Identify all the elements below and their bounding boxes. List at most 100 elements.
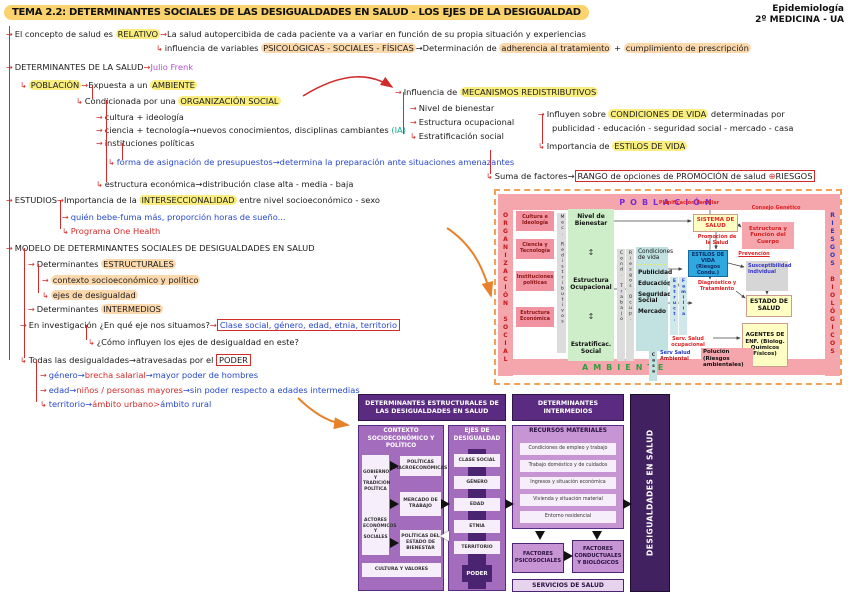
label-polucion: Polución (Riesgos ambientales) bbox=[701, 348, 753, 370]
arrow-right-icon bbox=[390, 499, 399, 509]
text-segment: MECANISMOS REDISTRIBUTIVOS bbox=[459, 87, 599, 97]
connector-arrow-icon: → bbox=[20, 321, 27, 330]
text-segment: Condicionada por una bbox=[84, 96, 179, 106]
text-segment: El concepto de salud es bbox=[14, 29, 116, 39]
text-segment: → bbox=[209, 320, 217, 330]
text-segment: AMBIENTE bbox=[150, 80, 197, 90]
text-segment: territorio→ bbox=[48, 399, 93, 409]
connector-arrow-icon: ↳ bbox=[538, 142, 545, 151]
box-politicas-bienestar: POLÍTICAS DEL ESTADO DE BIENESTAR bbox=[400, 530, 441, 556]
box-organizacion-niveles-row: ↕ bbox=[587, 312, 595, 322]
connector-arrow-icon: → bbox=[40, 386, 47, 395]
connector-arrow-icon: → bbox=[395, 88, 402, 97]
header-estructurales: DETERMINANTES ESTRUCTURALES DE LAS DESIG… bbox=[358, 394, 506, 421]
note-one-health: ↳Programa One Health bbox=[62, 226, 161, 237]
tree-connector-line bbox=[86, 325, 88, 340]
page-title: TEMA 2.2: DETERMINANTES SOCIALES DE LAS … bbox=[4, 5, 589, 20]
text-segment: forma de asignación de presupuestos→dete… bbox=[116, 157, 515, 167]
box-organizacion-niveles: Nivel de Bienestar↕Estructura Ocupaciona… bbox=[568, 209, 614, 361]
box-factores-conductuales: FACTORES CONDUCTUALES Y BIOLÓGICOS bbox=[572, 540, 624, 573]
text-segment: quién bebe-fuma más, proporción horas de… bbox=[70, 212, 286, 222]
text-segment: brecha salarial bbox=[84, 370, 146, 380]
frenk-arrow-line bbox=[727, 262, 745, 268]
text-segment: Estructura ocupacional bbox=[418, 117, 515, 127]
structural-determinants-model-diagram: DETERMINANTES ESTRUCTURALES DE LAS DESIG… bbox=[352, 393, 672, 599]
note-ciencia: →ciencia + tecnología→nuevos conocimient… bbox=[96, 125, 406, 136]
note-territorio: ↳territorio→ámbito urbano>ámbito rural bbox=[40, 399, 212, 410]
text-segment: ORGANIZACIÓN SOCIAL bbox=[178, 96, 281, 106]
text-segment: Importancia de bbox=[546, 141, 613, 151]
text-segment: PSICOLÓGICAS - SOCIALES - FÍSICAS bbox=[261, 43, 416, 53]
text-segment: INTERMEDIOS bbox=[101, 304, 163, 314]
text-segment: Julio Frenk bbox=[150, 62, 194, 72]
note-genero: →género→brecha salarial→mayor poder de h… bbox=[40, 370, 258, 381]
note-estratificacion: ↳Estratificación social bbox=[410, 131, 504, 142]
connector-arrow-icon: ↳ bbox=[40, 400, 47, 409]
box-etnia: ETNIA bbox=[454, 520, 500, 533]
box-organizacion-niveles-row: ↕ bbox=[587, 247, 595, 257]
text-segment: MODELO DE DETERMINANTES SOCIALES DE DESI… bbox=[14, 243, 315, 253]
text-segment: BIOLÓGICOS bbox=[829, 276, 836, 356]
text-segment: instituciones políticas bbox=[104, 138, 195, 148]
connector-arrow-icon: ↳ bbox=[42, 291, 49, 300]
text-segment: + bbox=[611, 43, 624, 53]
arrow-right-icon bbox=[505, 499, 514, 509]
arrow-down-icon bbox=[535, 531, 545, 540]
text-segment: Clase social, género, edad, etnia, terri… bbox=[216, 319, 401, 331]
text-segment: PODER bbox=[216, 354, 251, 366]
box-estado-salud: ESTADO DE SALUD bbox=[746, 295, 792, 317]
note-estructura-economica: ↳estructura económica→distribución clase… bbox=[96, 179, 353, 190]
note-cultura: →cultura + ideología bbox=[96, 112, 184, 123]
text-segment: cultura + ideología bbox=[104, 112, 184, 122]
box-gobierno-actores-row: GOBIERNO Y TRADICIÓN POLÍTICA bbox=[363, 470, 391, 492]
arrow-right-icon bbox=[564, 551, 573, 561]
tree-connector-line bbox=[92, 85, 94, 99]
connector-arrow-icon: → bbox=[96, 126, 103, 135]
note-condiciones-vida: →Influyen sobre CONDICIONES DE VIDA dete… bbox=[538, 109, 785, 120]
note-poder: ↳Todas las desigualdades→atravesadas por… bbox=[20, 354, 251, 366]
text-segment: ⊕ bbox=[768, 170, 776, 182]
connector-arrow-icon: ↳ bbox=[20, 356, 27, 365]
note-bienestar: →Nivel de bienestar bbox=[410, 103, 494, 114]
box-condiciones-vida-row: Educación bbox=[638, 280, 672, 287]
box-organizacion-niveles-row: Estratificac. Social bbox=[570, 341, 612, 356]
box-condiciones-vida-row: Seguridad Social bbox=[638, 291, 672, 304]
text-segment: ESTRUCTURALES bbox=[101, 259, 176, 269]
riesgos-biologicos-band: RIESGOS BIOLÓGICOS bbox=[825, 194, 840, 376]
connector-arrow-icon: → bbox=[96, 113, 103, 122]
text-segment: CONDICIONES DE VIDA bbox=[608, 109, 709, 119]
box-factores-psicosociales: FACTORES PSICOSOCIALES bbox=[512, 543, 564, 573]
text-segment: ¿En qué eje nos situamos? bbox=[99, 320, 210, 330]
text-segment: En investigación bbox=[28, 320, 100, 330]
box-sistema-salud: SISTEMA DE SALUD bbox=[693, 214, 738, 232]
text-segment: ámbito rural bbox=[160, 399, 212, 409]
strip-estructura: Estruct. bbox=[670, 277, 678, 335]
note-ejes: ↳ejes de desigualdad bbox=[42, 290, 138, 301]
text-segment: ciencia + tecnología→nuevos conocimiento… bbox=[104, 125, 392, 135]
arrow-right-icon bbox=[623, 499, 632, 509]
note-organizacion-social: ↳Condicionada por una ORGANIZACIÓN SOCIA… bbox=[76, 96, 281, 107]
sidebar-desigualdades: DESIGUALDADES EN SALUD bbox=[630, 394, 670, 592]
text-segment: cumplimiento de prescripción bbox=[623, 43, 751, 53]
note-edad: →edad→niños / personas mayores→sin poder… bbox=[40, 385, 360, 396]
box-gobierno-actores-row: ACTORES ECONÓMICOS Y SOCIALES bbox=[363, 518, 397, 540]
text-segment: Programa One Health bbox=[70, 226, 161, 236]
note-mecanismos: →Influencia de MECANISMOS REDISTRIBUTIVO… bbox=[395, 87, 599, 98]
note-modelo: →MODELO DE DETERMINANTES SOCIALES DE DES… bbox=[6, 243, 315, 254]
box-cultura-ideologia: Cultura e Ideología bbox=[516, 211, 554, 231]
text-segment: entre nivel socioeconómico - sexo bbox=[236, 195, 381, 205]
label-serv-salud-ambiental: Serv Salud Ambiental bbox=[660, 350, 700, 363]
connector-arrow-icon: ↳ bbox=[88, 338, 95, 347]
text-segment: ESTUDIOS bbox=[14, 195, 57, 205]
box-organizacion-niveles-row: Nivel de Bienestar bbox=[574, 213, 608, 227]
box-gobierno-actores: GOBIERNO Y TRADICIÓN POLÍTICA ACTORES ECO… bbox=[362, 455, 397, 555]
course-header: Epidemiología 2º MEDICINA - UA bbox=[755, 4, 844, 26]
text-segment: (IA) bbox=[391, 125, 406, 135]
note-quien-bebe: →quién bebe-fuma más, proporción horas d… bbox=[62, 212, 286, 223]
course-subject: Epidemiología bbox=[772, 4, 844, 14]
text-segment: adherencia al tratamiento bbox=[499, 43, 612, 53]
label-serv-salud-ocupacional: Serv. Salud ocupacional bbox=[671, 336, 705, 348]
text-segment: Ambiental bbox=[660, 355, 689, 362]
